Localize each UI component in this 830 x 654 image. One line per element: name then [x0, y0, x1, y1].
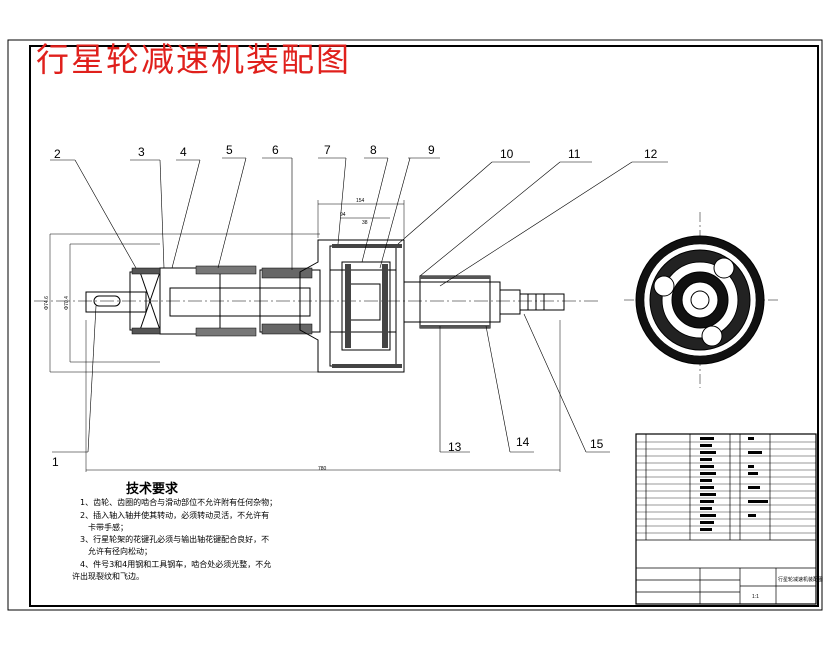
dim-overall-length: 780: [318, 466, 327, 472]
callout-11: 11: [568, 147, 581, 161]
title-block-project: 行星轮减速机装配图: [778, 577, 824, 583]
callout-9: 9: [428, 143, 435, 157]
callout-8: 8: [370, 143, 377, 157]
dim-top-inner: 94: [340, 212, 346, 218]
requirement-3b: 允许有径向松动；: [88, 547, 152, 556]
callout-7: 7: [324, 143, 331, 157]
requirement-2b: 卡带手感；: [88, 523, 128, 532]
outer-frame: [7, 39, 823, 611]
callout-14: 14: [516, 435, 530, 449]
housing: [299, 239, 405, 373]
requirement-4b: 许出现裂纹和飞边。: [72, 572, 144, 581]
dim-top: 154: [356, 198, 365, 204]
callout-5: 5: [226, 143, 233, 157]
callout-6: 6: [272, 143, 279, 157]
callout-12: 12: [644, 147, 658, 161]
title-block-scale: 1:1: [752, 594, 759, 600]
dim-left-dia-2: Φ70.4: [63, 296, 70, 310]
callout-2: 2: [54, 147, 61, 161]
requirement-2a: 2、插入轴入轴并使其转动，必须转动灵活，不允许有: [80, 511, 270, 520]
callout-15: 15: [590, 437, 604, 451]
requirements-heading: 技术要求: [126, 482, 179, 497]
end-view: [624, 212, 780, 388]
output-shaft: [403, 275, 565, 329]
requirement-4a: 4、件号3和4用钢和工具钢车，啮合处必须光整，不允: [80, 560, 272, 569]
callout-1: 1: [52, 455, 59, 469]
callout-3: 3: [138, 145, 145, 159]
dim-top-small: 38: [362, 220, 368, 226]
dim-left-dia-1: Φ74.6: [43, 296, 50, 310]
requirement-1: 1、齿轮、齿圈的啮合与滑动部位不允许附有任何杂物；: [80, 498, 278, 507]
callout-4: 4: [180, 145, 187, 159]
requirement-3a: 3、行星轮架的花键孔必须与输出轴花键配合良好，不: [80, 535, 270, 544]
callout-13: 13: [448, 440, 462, 454]
drawing-title: 行星轮减速机装配图: [36, 40, 351, 79]
inner-frame: [29, 45, 819, 607]
callout-10: 10: [500, 147, 514, 161]
